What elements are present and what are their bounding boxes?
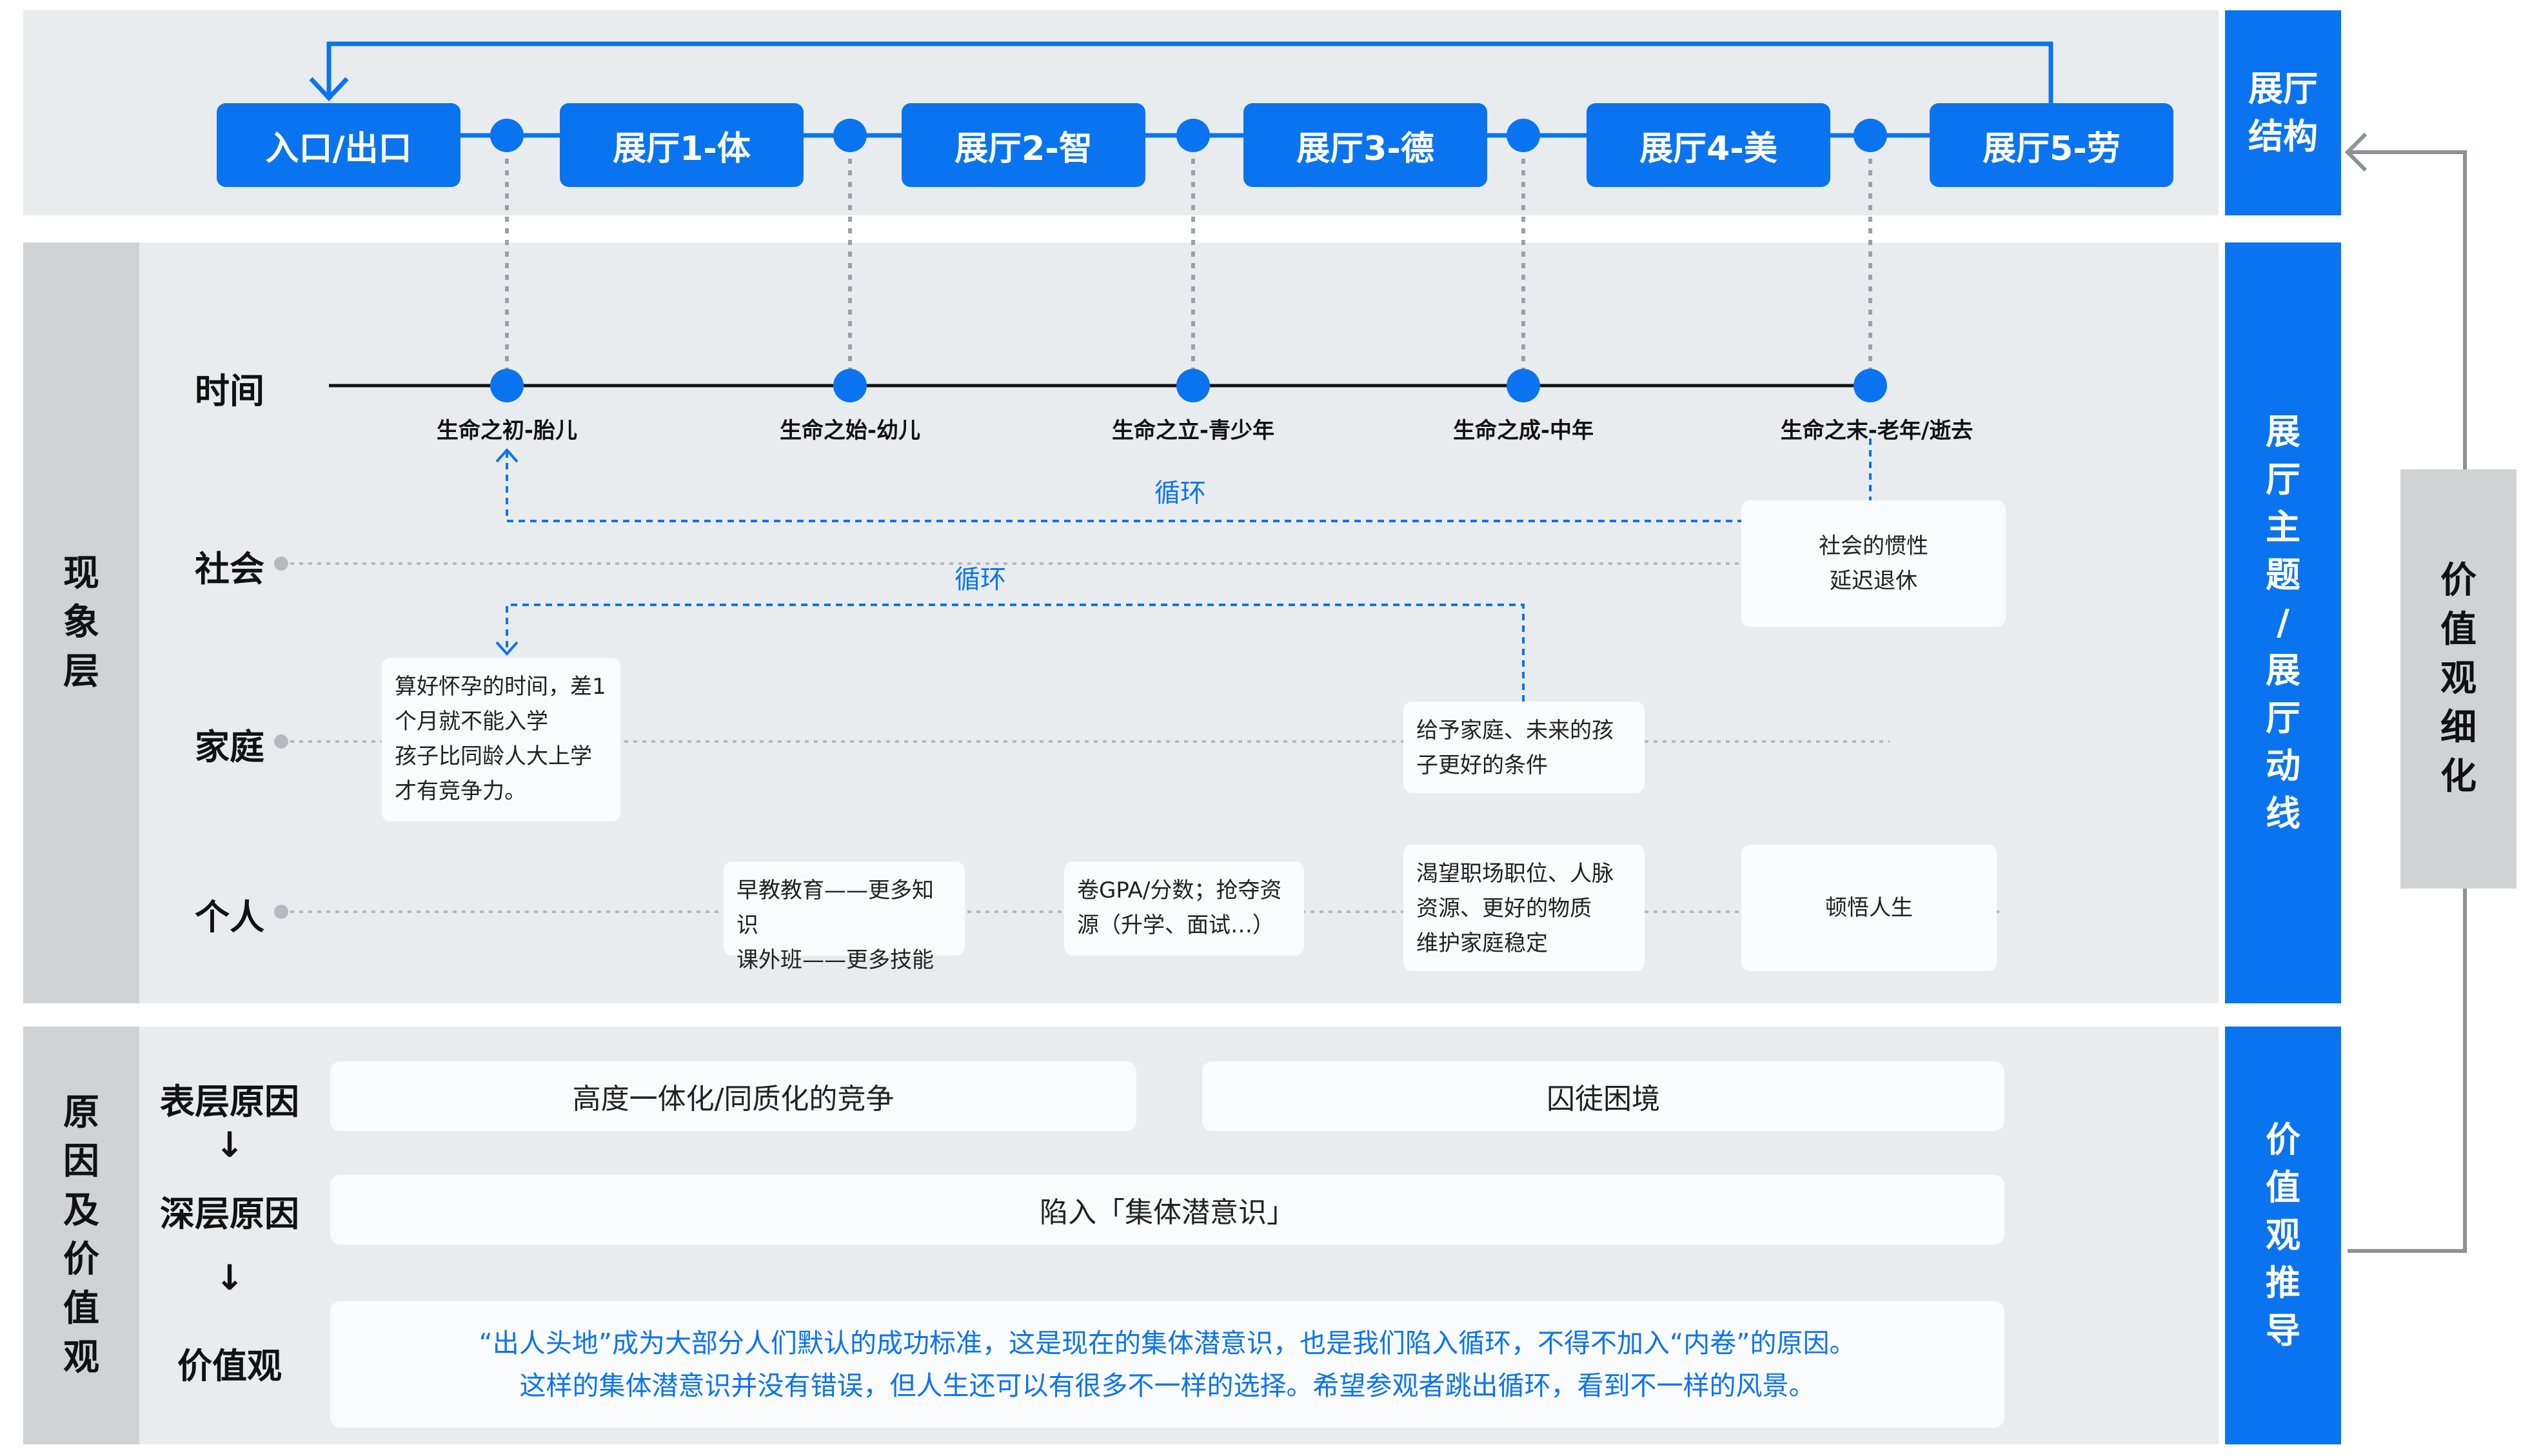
surface-reason-box-1: 高度一体化/同质化的竞争	[330, 1061, 1136, 1131]
values-box: “出人头地”成为大部分人们默认的成功标准，这是现在的集体潜意识，也是我们陷入循环…	[330, 1301, 2004, 1428]
society-card: 社会的惯性 延迟退休	[1741, 500, 2006, 627]
refine-arrowhead	[2344, 132, 2368, 172]
hall-entrance-exit[interactable]: 入口/出口	[217, 103, 460, 187]
loop-label: 循环	[1154, 478, 1206, 508]
time-dot	[1176, 369, 1210, 402]
row-label-individual: 个人	[195, 897, 264, 938]
surface-reason-box-2: 囚徒困境	[1202, 1061, 2004, 1131]
row-label-society: 社会	[195, 549, 264, 589]
row-label-time: 时间	[195, 371, 264, 411]
refine-connector	[2348, 889, 2467, 1253]
family-card-2: 给予家庭、未来的孩 子更好的条件	[1403, 702, 1645, 793]
hall-dot	[490, 119, 524, 152]
stage-label: 生命之末-老年/逝去	[1780, 418, 1973, 444]
hall-3[interactable]: 展厅3-德	[1243, 103, 1487, 187]
values-label: 价值观	[177, 1346, 282, 1386]
structure-label: 展厅 结构	[2225, 10, 2341, 215]
time-dot	[1507, 369, 1540, 402]
loop-line-2	[506, 604, 1525, 702]
individual-card-2: 卷GPA/分数；抢夺资 源（升学、面试…）	[1064, 861, 1304, 956]
individual-card-3: 渴望职场职位、人脉 资源、更好的物质 维护家庭稳定	[1403, 845, 1645, 971]
theme-label: 展 厅 主 题 / 展 厅 动 线	[2225, 242, 2341, 1003]
hall-dot	[1176, 119, 1210, 152]
hall-dot	[1854, 119, 1887, 152]
refine-connector-top	[2348, 150, 2467, 469]
hall-dot	[1507, 119, 1540, 152]
individual-card-4: 顿悟人生	[1741, 845, 1997, 971]
hall-5[interactable]: 展厅5-劳	[1930, 103, 2173, 187]
time-dot	[1854, 369, 1887, 402]
deep-reason-label: 深层原因	[160, 1194, 299, 1234]
hall-4[interactable]: 展厅4-美	[1587, 103, 1830, 187]
time-dot	[833, 369, 867, 402]
surface-reason-label: 表层原因	[160, 1081, 299, 1122]
derivation-label: 价 值 观 推 导	[2225, 1027, 2341, 1444]
down-arrow-1: ↓	[215, 1125, 244, 1165]
stage-label: 生命之立-青少年	[1111, 418, 1275, 444]
phenomenon-side-band	[23, 242, 139, 1003]
deep-reason-box: 陷入「集体潜意识」	[330, 1175, 2004, 1244]
hall-1[interactable]: 展厅1-体	[560, 103, 804, 187]
family-card-1: 算好怀孕的时间，差1 个月就不能入学 孩子比同龄人大上学 才有竞争力。	[382, 658, 620, 821]
individual-card-1: 早教教育——更多知识 课外班——更多技能	[724, 861, 965, 973]
hall-dot	[833, 119, 867, 152]
row-label-family: 家庭	[195, 727, 264, 767]
loop-label: 循环	[954, 565, 1006, 595]
loop-back-line	[326, 41, 2053, 103]
stage-label: 生命之成-中年	[1452, 418, 1594, 444]
time-dot	[490, 369, 524, 402]
down-arrow-2: ↓	[215, 1257, 244, 1298]
stage-label: 生命之始-幼儿	[779, 418, 921, 444]
stage-label: 生命之初-胎儿	[436, 418, 578, 444]
hall-2[interactable]: 展厅2-智	[902, 103, 1145, 187]
cause-side-band	[23, 1027, 139, 1444]
loop-back-arrowhead	[309, 77, 349, 102]
loop-line-1	[506, 438, 1872, 522]
cause-label: 原 因 及 价 值 观	[63, 1092, 99, 1379]
refine-label: 价 值 观 细 化	[2400, 469, 2517, 889]
phenomenon-label: 现 象 层	[63, 553, 99, 693]
